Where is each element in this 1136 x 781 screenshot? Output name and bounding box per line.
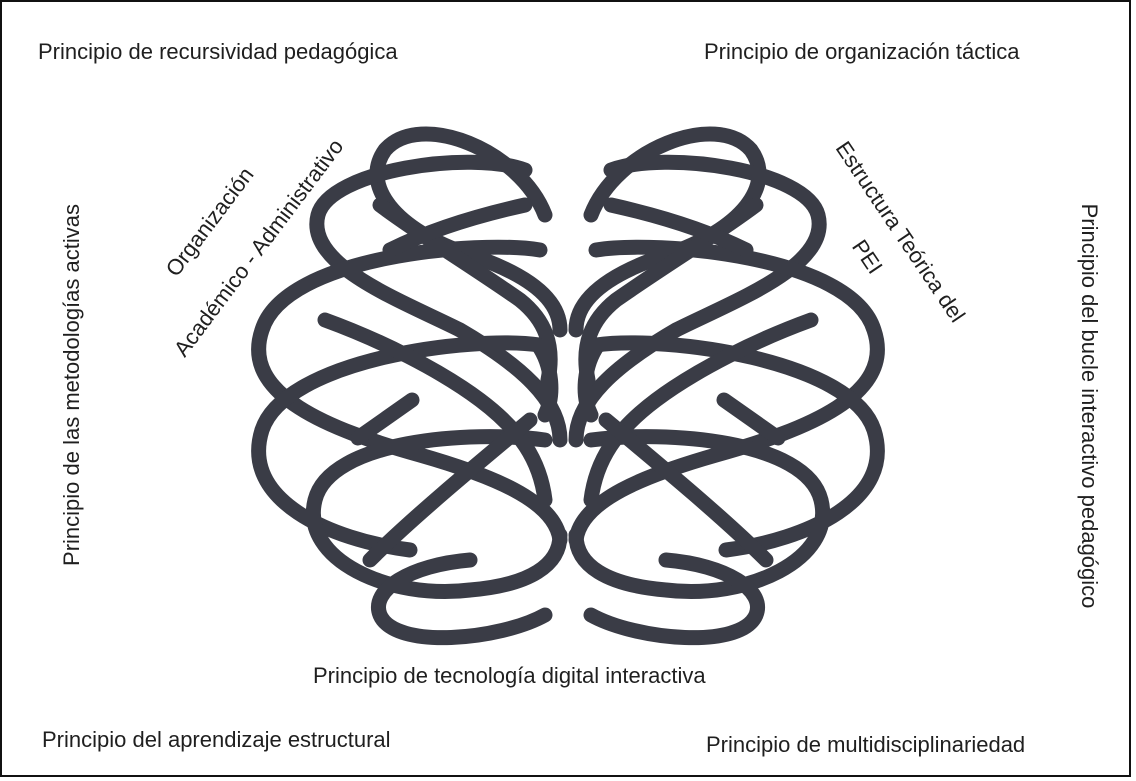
right-diagonal-2 bbox=[583, 312, 819, 508]
principle-right-vertical: Principio del bucle interactivo pedagógi… bbox=[1077, 203, 1102, 609]
principle-top-right: Principio de organización táctica bbox=[704, 39, 1020, 64]
right-short-dash bbox=[716, 392, 786, 446]
right-bottom-loop bbox=[583, 552, 765, 646]
right-small-arc bbox=[577, 337, 606, 423]
principle-top-left: Principio de recursividad pedagógica bbox=[38, 39, 398, 64]
left-outer-strand-3 bbox=[251, 335, 548, 558]
left-knot-half bbox=[251, 126, 568, 646]
left-diagonal-2 bbox=[317, 312, 553, 508]
right-knot-half bbox=[568, 126, 885, 646]
left-top-loop bbox=[369, 126, 568, 338]
principle-left-vertical: Principio de las metodologías activas bbox=[59, 204, 84, 566]
left-outer-strand-2 bbox=[251, 239, 568, 548]
right-top-loop bbox=[568, 126, 767, 338]
right-cross-mid bbox=[603, 197, 754, 258]
right-outer-strand-3 bbox=[588, 335, 885, 558]
right-diagonal-1 bbox=[578, 197, 764, 388]
left-diagonal-1 bbox=[372, 197, 558, 388]
left-short-dash bbox=[350, 392, 420, 446]
left-cross-up bbox=[362, 412, 538, 568]
left-outer-strand-4 bbox=[305, 429, 568, 599]
principle-bottom-left: Principio del aprendizaje estructural bbox=[42, 727, 391, 752]
principle-bottom-center: Principio de tecnología digital interact… bbox=[313, 663, 706, 688]
left-cross-mid bbox=[382, 197, 533, 258]
right-outer-strand-4 bbox=[568, 429, 831, 599]
right-cross-up bbox=[598, 412, 774, 568]
left-small-arc bbox=[530, 337, 559, 423]
right-outer-strand-2 bbox=[568, 239, 885, 548]
principle-bottom-right: Principio de multidisciplinariedad bbox=[706, 732, 1026, 757]
left-bottom-loop bbox=[371, 552, 553, 646]
